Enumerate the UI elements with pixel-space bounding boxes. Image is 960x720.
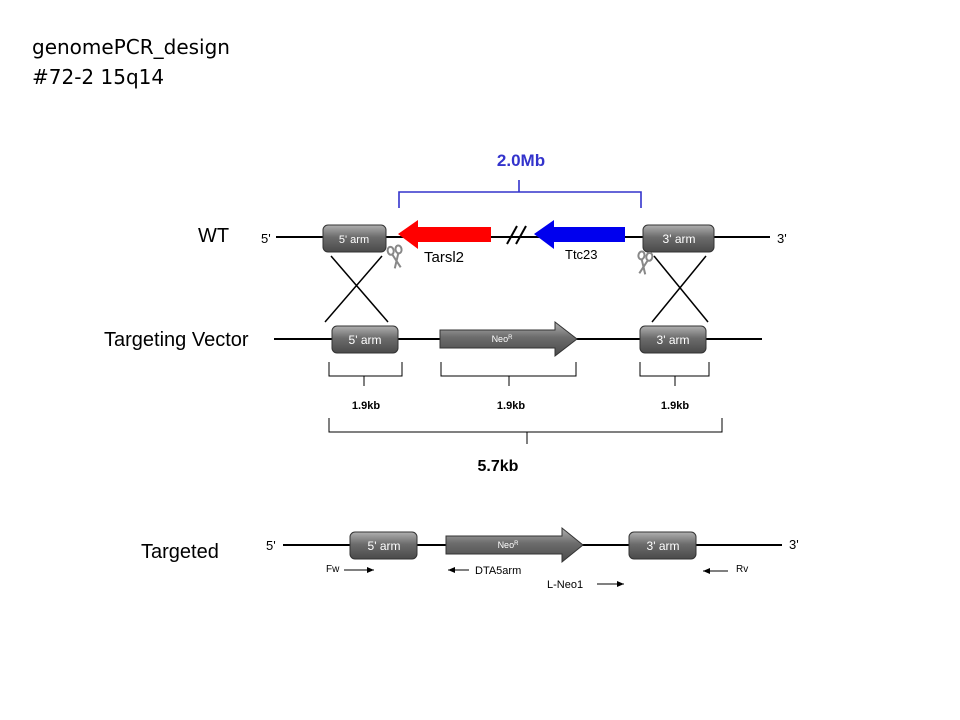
targeted-neo-label: Neo: [498, 540, 515, 550]
brace-5arm: [328, 362, 403, 386]
vector-5arm-label: 5' arm: [349, 333, 382, 347]
primer-rv-label: Rv: [736, 564, 748, 575]
ttc23-gene-arrow: [534, 220, 625, 249]
title-line-2: #72-2 15q14: [32, 65, 165, 89]
brace-neo: [440, 362, 577, 386]
svg-text:NeoR: NeoR: [492, 334, 514, 344]
vector-label: Targeting Vector: [104, 329, 249, 351]
targeted-neo-sup: R: [514, 541, 519, 547]
scissors-icon: [386, 244, 403, 269]
targeted-5prime-label: 5': [266, 538, 276, 553]
break-mark: [506, 225, 527, 245]
span-bracket: [398, 180, 642, 208]
tarsl2-label: Tarsl2: [424, 249, 464, 266]
tarsl2-gene-arrow: [398, 220, 491, 249]
wt-3prime-label: 3': [777, 231, 787, 246]
span-label: 2.0Mb: [497, 151, 545, 170]
brace-3arm: [639, 362, 710, 386]
wt-label: WT: [198, 225, 229, 247]
brace-total: [328, 418, 723, 444]
size-total: 5.7kb: [478, 458, 519, 475]
vector-neo-sup: R: [508, 335, 513, 341]
crossover-5arm: [324, 255, 389, 323]
size-3arm: 1.9kb: [661, 400, 689, 412]
vector-neo-arrow: NeoR: [439, 320, 578, 358]
vector-3arm-label: 3' arm: [657, 333, 690, 347]
ttc23-label: Ttc23: [565, 247, 598, 262]
primer-lneo-label: L-Neo1: [547, 579, 583, 591]
targeted-5arm-label: 5' arm: [368, 539, 401, 553]
targeted-5arm-box: 5' arm: [349, 531, 418, 560]
targeted-label: Targeted: [141, 541, 219, 563]
title-block: genomePCR_design #72-2 15q14: [32, 32, 230, 92]
wt-3arm-label: 3' arm: [663, 232, 696, 246]
crossover-3arm: [651, 255, 709, 323]
size-neo: 1.9kb: [497, 400, 525, 412]
vector-3arm-box: 3' arm: [639, 325, 707, 354]
targeted-3arm-label: 3' arm: [647, 539, 680, 553]
vector-neo-label: Neo: [492, 334, 509, 344]
targeted-neo-arrow: NeoR: [445, 526, 584, 564]
targeted-3arm-box: 3' arm: [628, 531, 697, 560]
wt-3arm-box: 3' arm: [642, 224, 715, 253]
wt-5arm-box: 5' arm: [322, 224, 387, 253]
title-line-1: genomePCR_design: [32, 35, 230, 59]
size-5arm: 1.9kb: [352, 400, 380, 412]
targeted-3prime-label: 3': [789, 537, 799, 552]
wt-5arm-label: 5' arm: [339, 234, 369, 246]
svg-text:NeoR: NeoR: [498, 540, 520, 550]
primer-dta-label: DTA5arm: [475, 565, 521, 577]
wt-5prime-label: 5': [261, 231, 271, 246]
primer-fw-label: Fw: [326, 564, 340, 575]
vector-5arm-box: 5' arm: [331, 325, 399, 354]
scissors-icon: [637, 250, 654, 275]
